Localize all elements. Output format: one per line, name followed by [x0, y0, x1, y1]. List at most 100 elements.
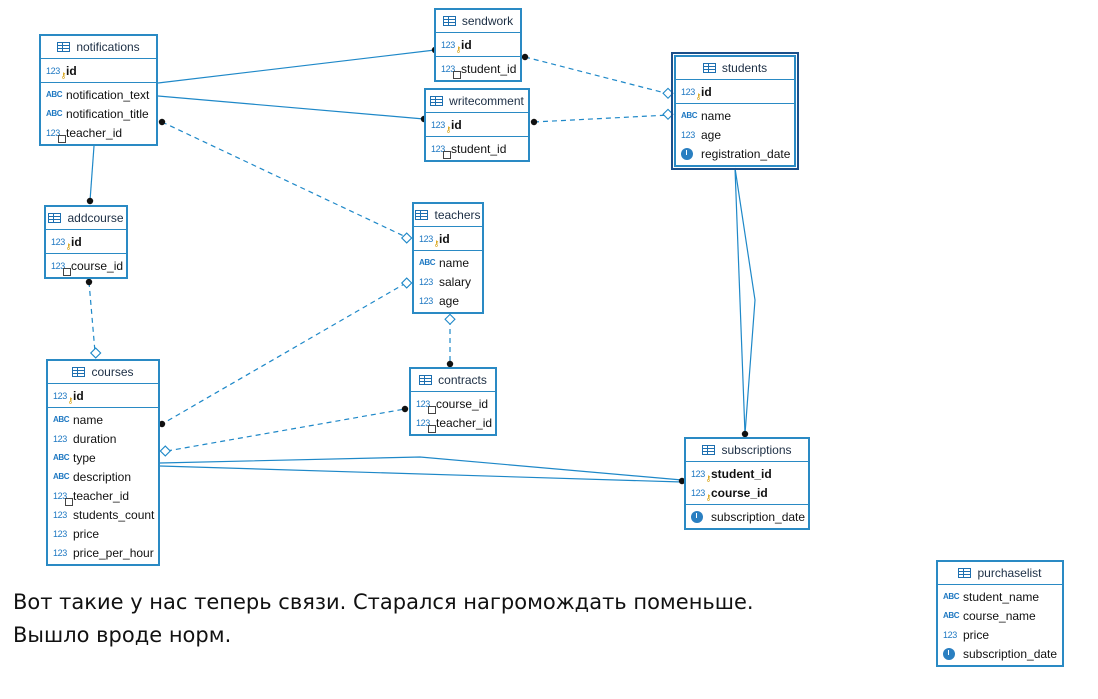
column-name: age	[439, 293, 460, 308]
table-header[interactable]: writecomment	[426, 90, 528, 113]
foreign-key-icon	[428, 424, 436, 433]
relation-notifications-sendwork[interactable]	[157, 49, 436, 84]
column-row[interactable]: 123 price	[48, 524, 158, 543]
column-section: 123⚷id	[436, 33, 520, 56]
column-name: name	[73, 412, 104, 427]
relation-courses-subscriptions-2[interactable]	[159, 465, 683, 483]
column-row[interactable]: 123⚷id	[676, 82, 794, 101]
text-type-icon: ABC	[53, 472, 70, 481]
column-name: name	[701, 108, 732, 123]
relation-notifications-addcourse[interactable]	[89, 145, 95, 202]
table-header[interactable]: purchaselist	[938, 562, 1062, 585]
optional-markers	[89, 87, 674, 457]
relation-writecomment-students[interactable]	[533, 114, 670, 123]
relation-sendwork-students[interactable]	[524, 56, 670, 95]
column-row[interactable]: 123⚷id	[41, 61, 156, 80]
text-type-icon: ABC	[681, 111, 698, 120]
relation-addcourse-courses[interactable]	[88, 281, 96, 353]
relation-courses-contracts[interactable]	[166, 408, 406, 452]
column-row[interactable]: subscription_date	[686, 507, 808, 526]
column-name: notification_text	[66, 87, 150, 102]
table-header[interactable]: courses	[48, 361, 158, 384]
relation-students-subscriptions[interactable]	[734, 167, 746, 435]
table-header[interactable]: sendwork	[436, 10, 520, 33]
relation-teachers-courses[interactable]	[161, 282, 407, 425]
column-row[interactable]: registration_date	[676, 144, 794, 163]
column-row[interactable]: 123⚷id	[436, 35, 520, 54]
column-row[interactable]: 123⚷course_id	[686, 483, 808, 502]
column-row[interactable]: 123⚷id	[48, 386, 158, 405]
column-row[interactable]: 123⚷student_id	[686, 464, 808, 483]
table-header[interactable]: contracts	[411, 369, 495, 392]
key-icon: 123⚷	[51, 236, 71, 251]
table-header[interactable]: notifications	[41, 36, 156, 59]
primary-key-icon: ⚷	[705, 473, 712, 483]
column-name: teacher_id	[436, 415, 493, 430]
column-row[interactable]: 123⚷id	[426, 115, 528, 134]
column-name: price	[73, 526, 100, 541]
primary-key-icon: ⚷	[695, 91, 702, 101]
foreign-key-icon: 123	[416, 418, 436, 433]
relation-courses-subscriptions[interactable]	[159, 456, 683, 481]
relation-students-subscriptions-2[interactable]	[734, 167, 756, 435]
column-name: students_count	[73, 507, 155, 522]
column-row[interactable]: 123⚷id	[414, 229, 482, 248]
column-name: id	[73, 388, 84, 403]
table-header[interactable]: subscriptions	[686, 439, 808, 462]
foreign-key-icon: 123	[441, 64, 461, 79]
clock-icon	[691, 510, 703, 523]
column-name: student_id	[461, 61, 517, 76]
column-name: id	[71, 234, 82, 249]
column-row[interactable]: 123⚷id	[46, 232, 126, 251]
number-type-icon: 123	[53, 528, 67, 539]
relation-notifications-teachers[interactable]	[161, 121, 409, 239]
key-icon: 123⚷	[419, 233, 439, 248]
column-name: price	[963, 627, 990, 642]
table-header[interactable]: teachers	[414, 204, 482, 227]
key-icon: 123⚷	[431, 119, 451, 134]
column-section: 123⚷id	[41, 59, 156, 82]
table-header[interactable]: addcourse	[46, 207, 126, 230]
primary-key-icon: ⚷	[67, 395, 74, 405]
table-header[interactable]: students	[676, 57, 794, 80]
column-row[interactable]: subscription_date	[938, 644, 1062, 663]
column-name: description	[73, 469, 132, 484]
relation-notifications-writecomment[interactable]	[157, 95, 425, 120]
table-name: writecomment	[449, 94, 524, 108]
